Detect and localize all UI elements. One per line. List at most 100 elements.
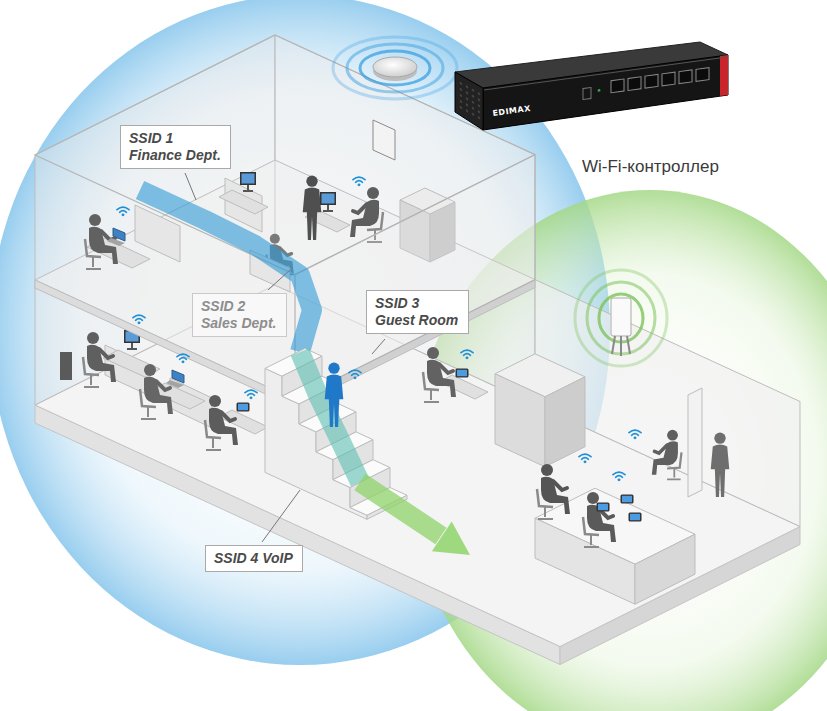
guest-room-furniture: [635, 534, 695, 604]
device-icon: [597, 495, 642, 522]
wifi-controller: [472, 112, 475, 116]
wifi-symbol: [461, 350, 473, 359]
wall-access-point: [611, 298, 631, 336]
callout-box: SSID 3 Guest Room: [366, 290, 469, 334]
coverage-path: [360, 482, 441, 536]
building-outline: [295, 155, 535, 400]
office-worker: [537, 464, 570, 519]
guest-room-furniture: [545, 377, 585, 467]
leader-line: [372, 339, 385, 354]
ground-floor-desks: [60, 352, 72, 380]
wifi-controller: [466, 85, 469, 89]
room-partition: [688, 388, 702, 497]
device-icon: [629, 513, 642, 522]
callout-text: SSID 1 Finance Dept.: [129, 130, 222, 164]
leader-line: [185, 173, 385, 542]
wifi-controller: [472, 88, 475, 92]
ceiling-access-point: [333, 37, 457, 99]
leader-line: [262, 490, 300, 542]
wifi-controller: [466, 91, 469, 95]
wifi-controller: [662, 72, 675, 86]
wifi-controller: [679, 70, 692, 84]
wifi-controller: [484, 57, 727, 90]
office-worker: [140, 364, 173, 419]
wifi-controller: [645, 74, 658, 88]
leader-line: [185, 173, 196, 200]
ground-floor-desks: [439, 375, 488, 399]
office-worker: [83, 332, 116, 387]
office-worker: [652, 430, 682, 480]
wifi-controller: [628, 77, 641, 91]
wifi-controller: [611, 79, 624, 93]
wifi-controller: [478, 92, 481, 96]
wifi-controller: [472, 100, 475, 104]
wifi-controller: [696, 68, 709, 82]
wifi-symbol: [349, 370, 361, 379]
wifi-controller: [455, 72, 483, 130]
callout-box: SSID 1 Finance Dept.: [120, 125, 231, 169]
wall: [35, 35, 800, 527]
wifi-controller: [478, 98, 481, 102]
office-worker: [423, 347, 456, 402]
wall-access-point: [575, 270, 667, 366]
wifi-controller: [460, 105, 463, 109]
wifi-symbol: [245, 390, 257, 399]
device-icon: [237, 403, 250, 412]
wall-access-point: [612, 336, 630, 356]
wifi-controller: [478, 104, 481, 108]
coverage-path: [140, 190, 312, 352]
device-icon: [621, 495, 634, 504]
device-icon: [320, 192, 336, 212]
wifi-symbol: [579, 454, 591, 463]
device-icon: [240, 172, 256, 192]
callout-text: SSID 4 VoIP: [214, 550, 294, 567]
wifi-controller: [583, 68, 709, 100]
wifi-controller: [455, 42, 728, 130]
wifi-controller: [720, 55, 728, 96]
upper-floor-furniture: [219, 190, 268, 214]
guest-room-furniture: [495, 336, 695, 604]
callout-box: SSID 2 Sales Dept.: [192, 293, 287, 337]
ceiling-access-point: [373, 57, 417, 77]
wifi-controller: [598, 89, 601, 92]
guest-room-furniture: [495, 374, 545, 467]
wifi-controller: [460, 93, 463, 97]
wall-access-point: [575, 270, 667, 366]
office-worker: [583, 492, 616, 547]
office-worker: [303, 176, 322, 240]
wifi-controller: [466, 97, 469, 101]
voip-user: [325, 363, 344, 427]
ceiling-access-point: [347, 44, 443, 92]
callout-text: SSID 2 Sales Dept.: [201, 298, 278, 332]
wifi-controller: [460, 87, 463, 91]
coverage-path: [300, 352, 360, 482]
wifi-controller: [483, 55, 728, 130]
wifi-symbol: [613, 472, 625, 481]
device-icon: [166, 370, 184, 388]
office-worker: [537, 430, 682, 547]
office-worker: [652, 430, 682, 480]
voip-user: [325, 363, 344, 427]
wifi-controller: [460, 81, 463, 85]
wifi-controller: [466, 103, 469, 107]
coverage-path: [432, 521, 470, 555]
building-outline: [35, 35, 535, 400]
device-icon: [107, 228, 125, 246]
callout-text: SSID 3 Guest Room: [375, 295, 460, 329]
device-icon: [456, 369, 469, 378]
wifi-controller: [460, 99, 463, 103]
room-partition: [688, 388, 729, 497]
office-worker: [205, 395, 238, 450]
room-partition: [711, 433, 730, 497]
wifi-symbol: [117, 177, 641, 481]
wifi-controller: [478, 110, 481, 114]
leader-line: [268, 270, 290, 290]
wall-access-point: [599, 294, 643, 342]
ceiling-access-point: [333, 37, 457, 99]
wifi-symbol: [117, 207, 129, 216]
wifi-controller: [466, 109, 469, 113]
